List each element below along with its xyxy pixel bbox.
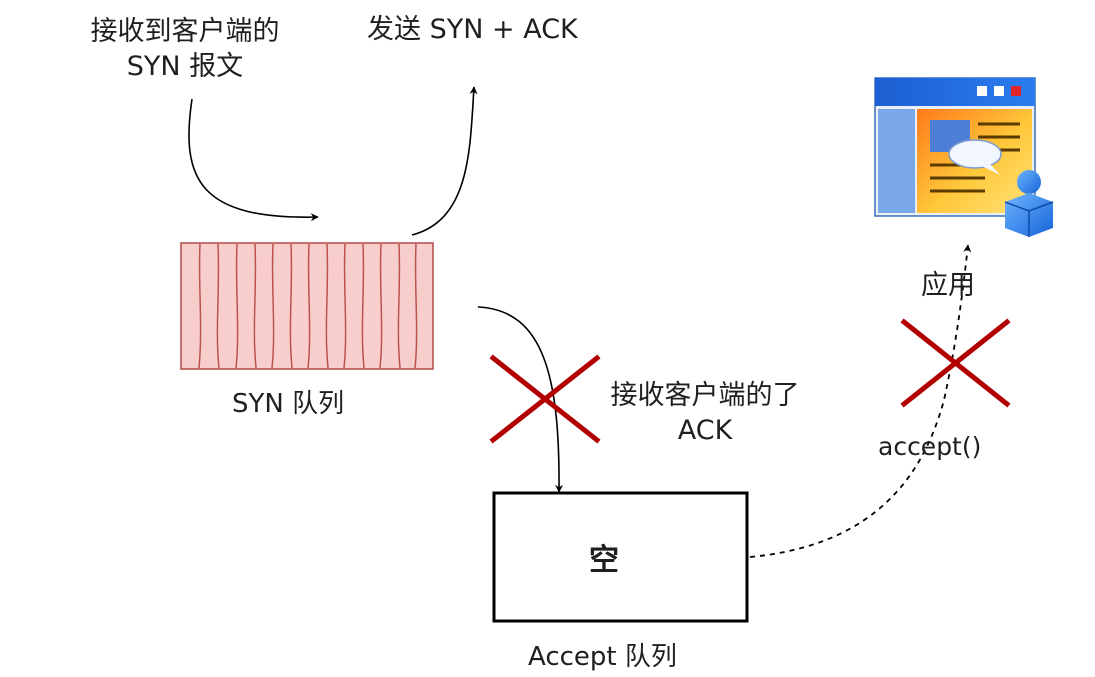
application-label: 应用: [921, 270, 975, 301]
syn-queue-slots: [198, 243, 418, 369]
accept-queue: [492, 491, 749, 623]
accept-queue-empty-label: 空: [589, 543, 619, 578]
arrow-send-syn-ack: [411, 86, 478, 236]
blocked-cross-ack: [489, 354, 601, 444]
send-syn-ack-label: 发送 SYN + ACK: [367, 14, 578, 45]
accept-queue-label: Accept 队列: [528, 642, 677, 672]
arrow-syn-to-accept: [477, 306, 564, 493]
arrow-accept-to-app: [749, 244, 972, 558]
receive-client-syn-label: 接收到客户端的 SYN 报文: [90, 16, 280, 82]
blocked-cross-accept: [900, 318, 1011, 408]
accept-call-label: accept(): [878, 432, 982, 461]
syn-queue: [180, 242, 434, 370]
application-window-user-icon: [874, 77, 1054, 237]
receive-client-ack-label: 接收客户端的了 ACK: [610, 380, 800, 446]
syn-queue-label: SYN 队列: [232, 389, 345, 419]
arrow-receive-syn: [188, 98, 319, 222]
